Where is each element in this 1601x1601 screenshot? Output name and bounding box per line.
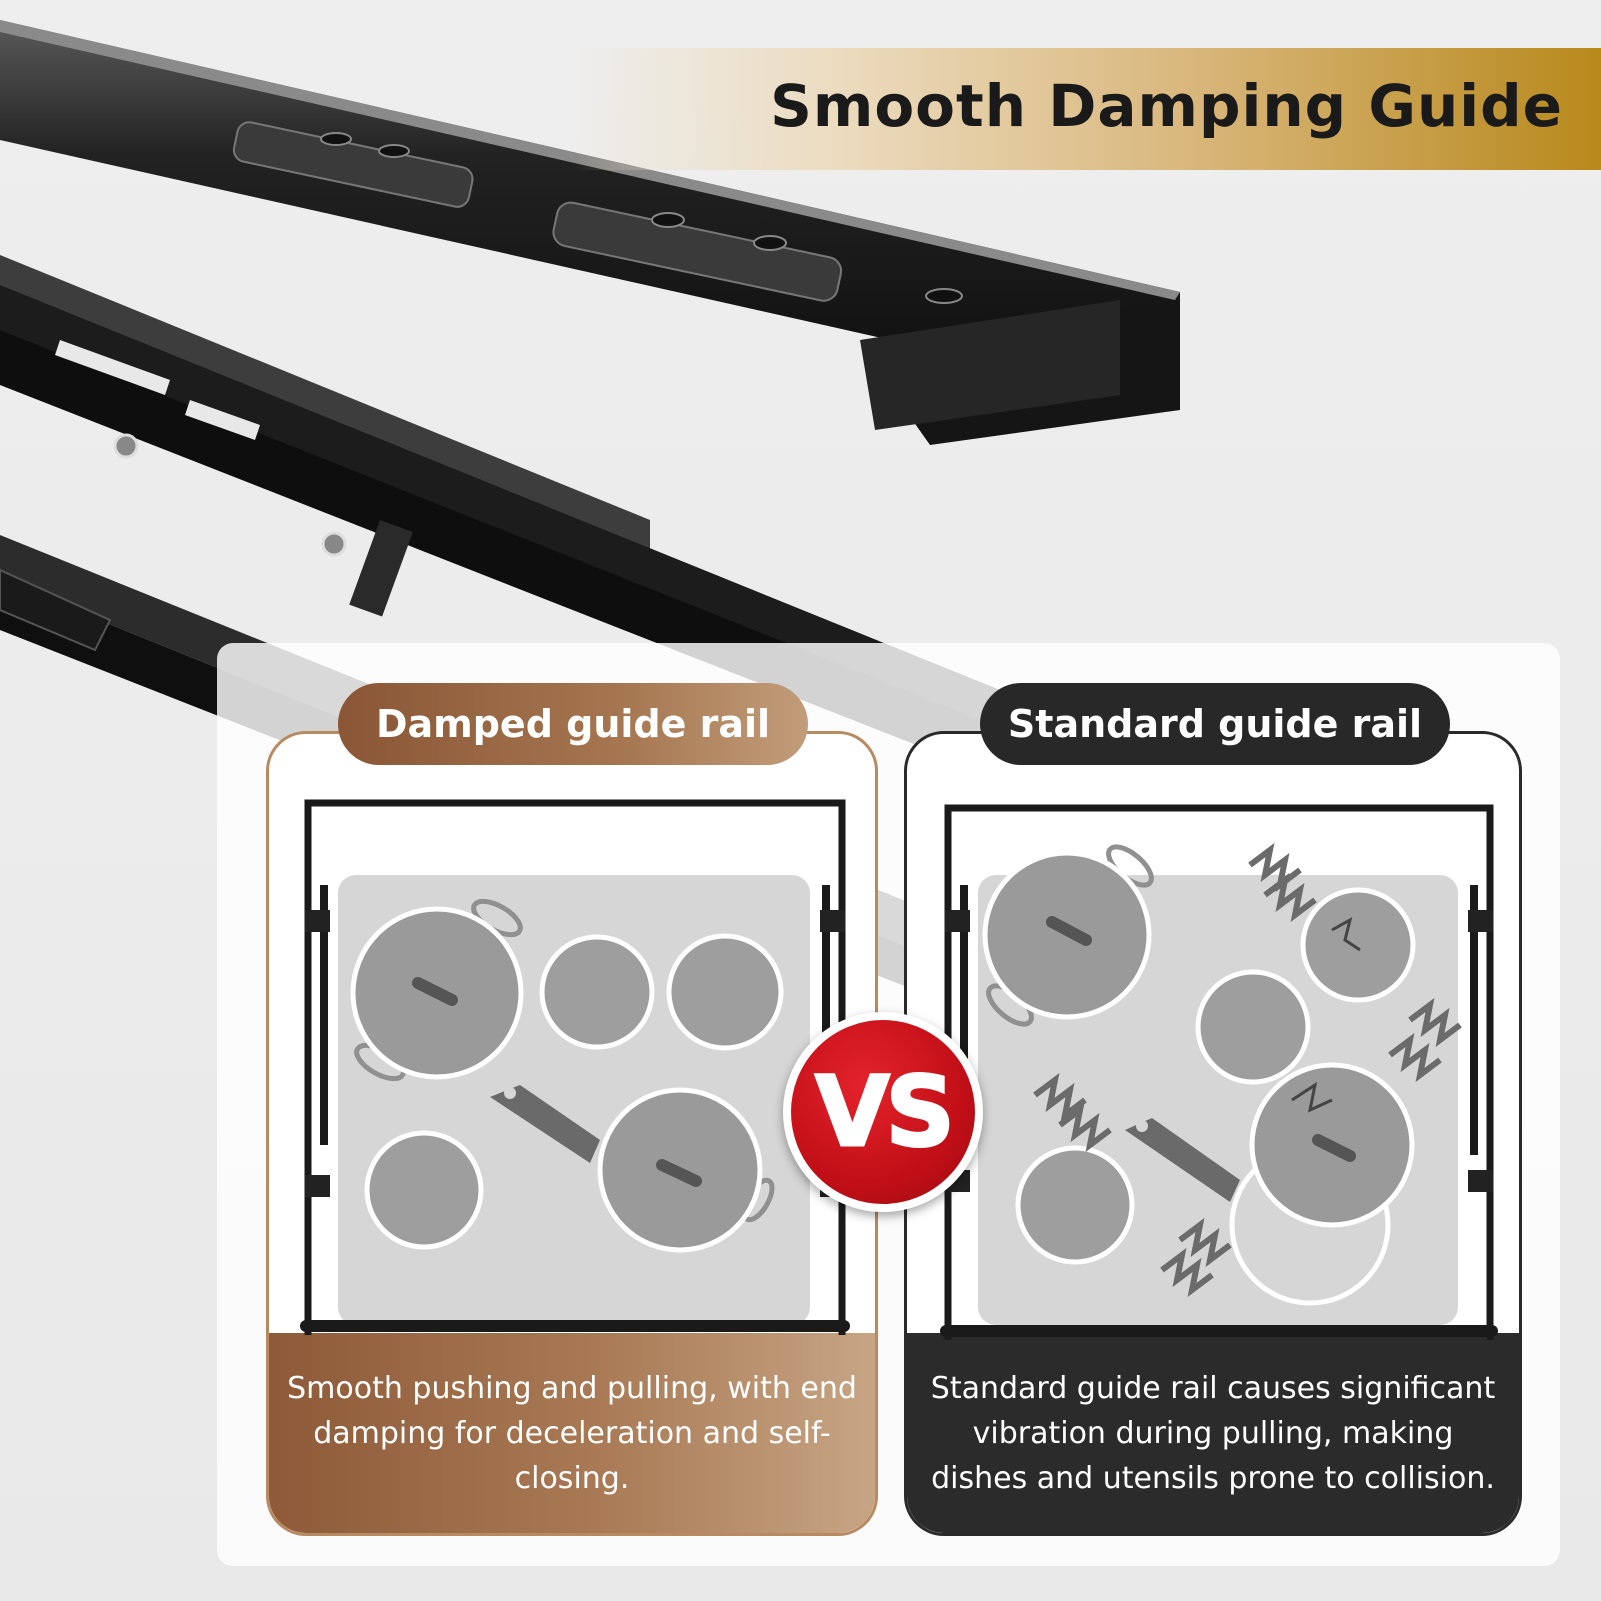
- pot-large-icon: [982, 844, 1154, 1027]
- bowl-icon: [1195, 969, 1311, 1085]
- standard-rail-label: Standard guide rail: [980, 683, 1450, 765]
- standard-rail-description: Standard guide rail causes significant v…: [930, 1370, 1496, 1496]
- banner-title: Smooth Damping Guide: [770, 72, 1563, 140]
- standard-rail-description-box: Standard guide rail causes significant v…: [907, 1333, 1519, 1533]
- vs-badge-text: VS: [814, 1056, 956, 1168]
- bowl-icon: [1015, 1145, 1135, 1265]
- frying-pan-icon: [490, 1085, 775, 1253]
- cracked-bowl-icon: [1300, 887, 1416, 1003]
- pot-large-icon: [350, 898, 524, 1082]
- title-banner: Smooth Damping Guide: [575, 48, 1601, 170]
- bowl-icon: [666, 933, 784, 1051]
- vs-badge: VS: [783, 1012, 983, 1212]
- damped-rail-label: Damped guide rail: [338, 683, 808, 765]
- standard-drawer-illustration: [940, 804, 1498, 1340]
- damped-drawer-illustration: [300, 799, 850, 1335]
- damped-rail-description-box: Smooth pushing and pulling, with end dam…: [269, 1333, 875, 1533]
- damped-rail-description: Smooth pushing and pulling, with end dam…: [287, 1370, 857, 1496]
- vibration-icon: [1033, 842, 1462, 1298]
- bowl-icon: [539, 934, 655, 1050]
- frying-pan-icon: [1125, 1062, 1415, 1306]
- bowl-icon: [364, 1130, 484, 1250]
